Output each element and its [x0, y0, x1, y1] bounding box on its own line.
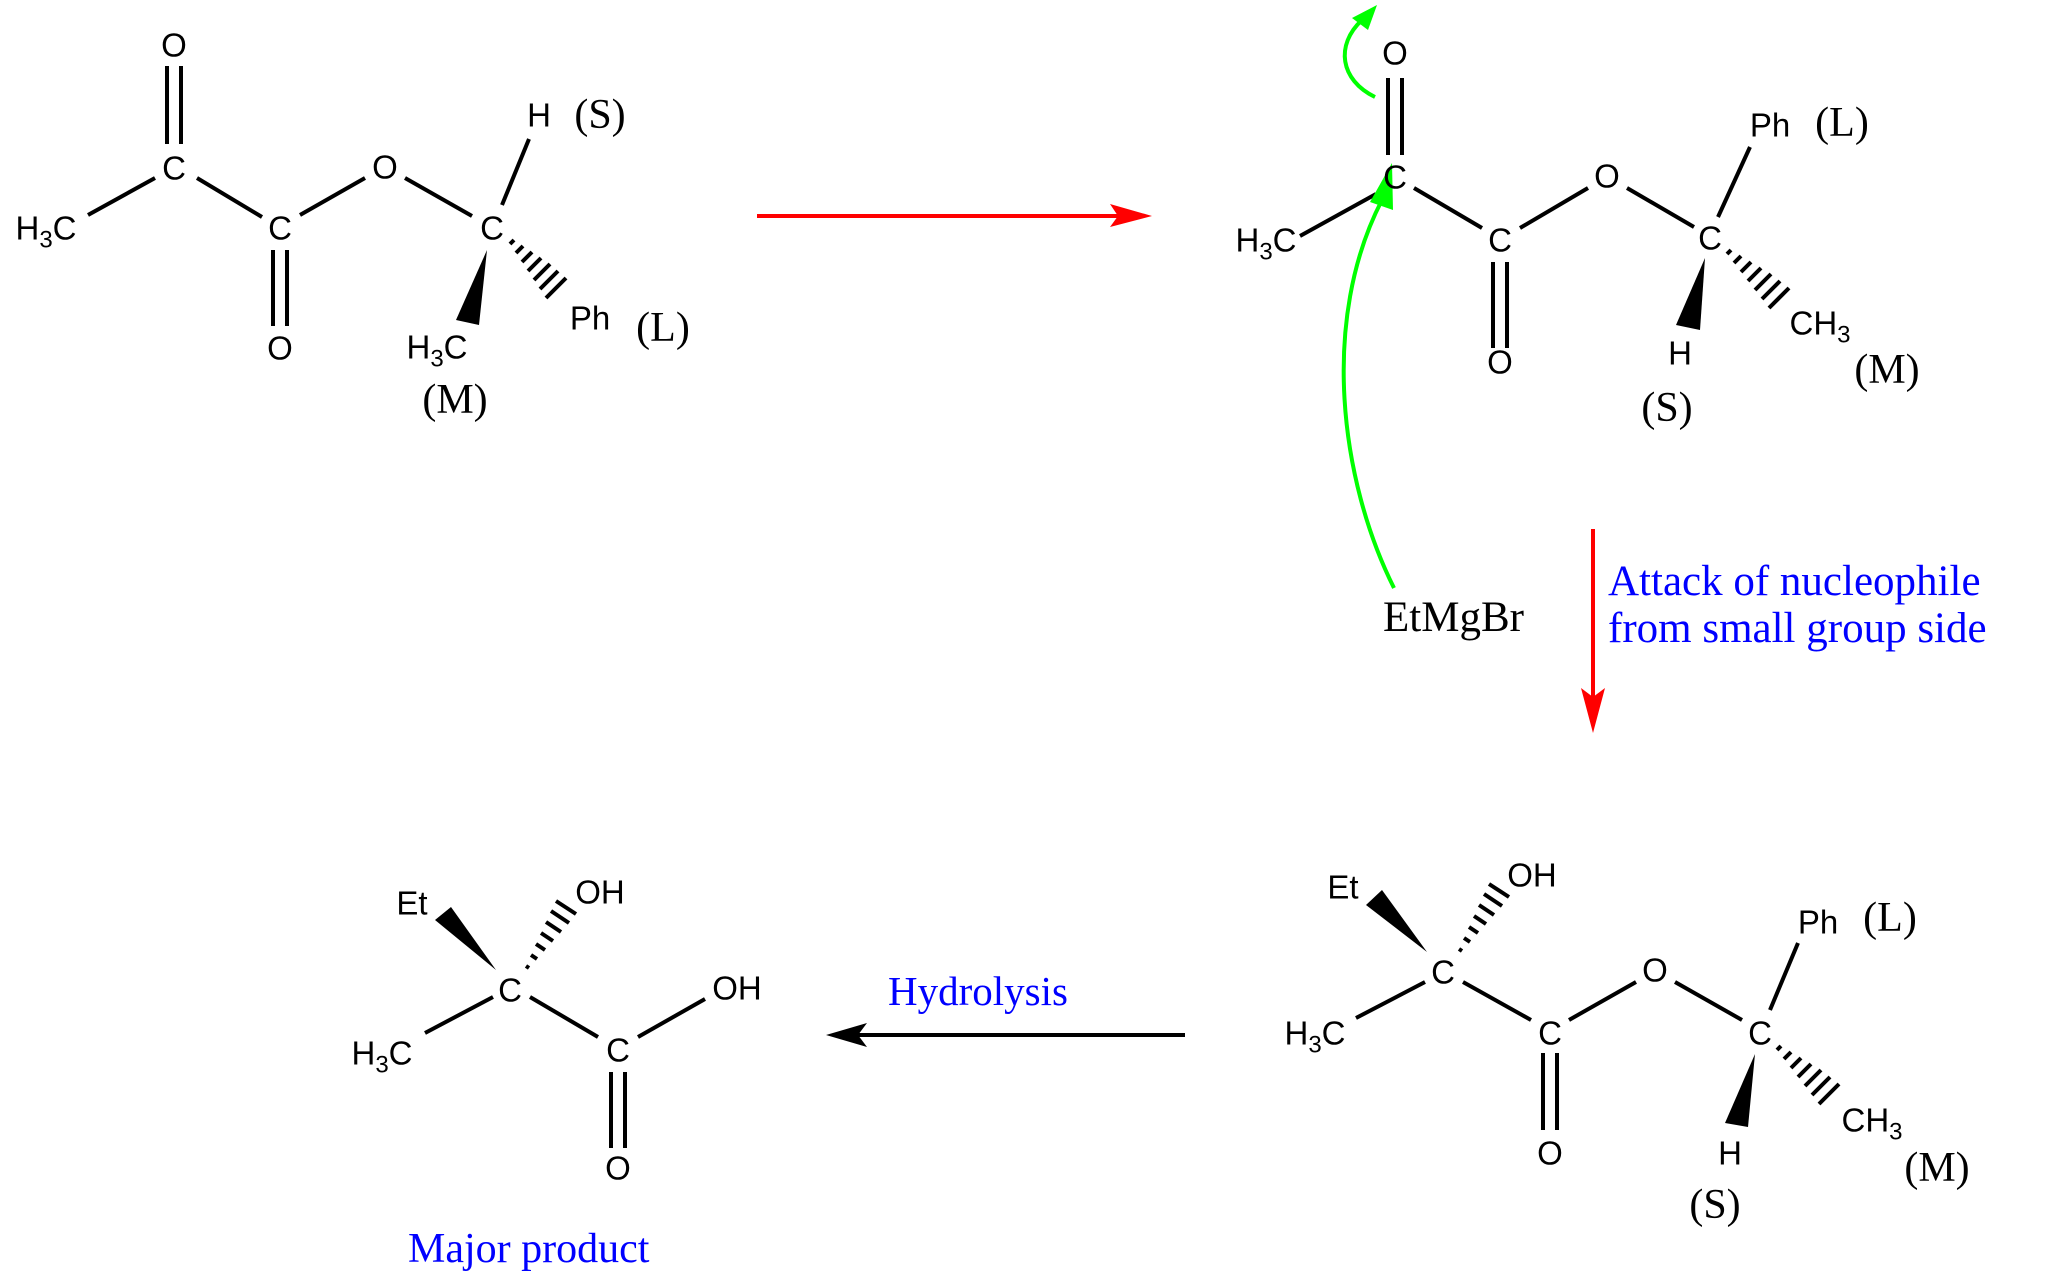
carbonyl-electron-arrow — [1342, 18, 1376, 99]
intermediate-ph: Ph — [1797, 903, 1839, 941]
reactant-ph: Ph — [569, 299, 611, 337]
conformer-h3c: H3C — [1235, 221, 1297, 266]
conformer-wedge — [1676, 258, 1705, 330]
conformer-c-ester: C — [1488, 221, 1512, 259]
conformer-h: H — [1668, 334, 1692, 372]
intermediate-h3c: H3C — [1284, 1014, 1346, 1059]
reactant-c-keto: C — [162, 149, 186, 187]
product-c-quat: C — [498, 971, 522, 1009]
product-oh-hash — [524, 899, 578, 970]
intermediate-oh-hash — [1457, 882, 1511, 953]
intermediate-et: Et — [1327, 868, 1359, 906]
reactant-o-top: O — [161, 26, 187, 64]
conformer-c-keto: C — [1383, 158, 1407, 196]
intermediate-oh: OH — [1507, 856, 1557, 894]
step2-annotation-line2: from small group side — [1608, 605, 1987, 652]
intermediate-h: H — [1718, 1134, 1742, 1172]
product-bonds — [424, 995, 706, 1148]
reactant-c-ester: C — [268, 209, 292, 247]
reactant-h: H — [527, 96, 551, 134]
intermediate-o-ester: O — [1642, 951, 1668, 989]
hydrolysis-label: Hydrolysis — [888, 968, 1068, 1014]
product-o-bottom: O — [605, 1149, 631, 1187]
step2-annotation-line1: Attack of nucleophile — [1608, 558, 1981, 605]
intermediate-size-small-label: (S) — [1689, 1182, 1741, 1228]
intermediate-ch3: CH3 — [1841, 1101, 1903, 1146]
reactant-o-bottom: O — [267, 329, 293, 367]
reactant-size-small-label: (S) — [574, 92, 626, 138]
conformer-bonds — [1299, 78, 1752, 348]
conformer-ch3: CH3 — [1789, 304, 1851, 349]
conformer-ph: Ph — [1749, 106, 1791, 144]
intermediate-h-wedge — [1725, 1054, 1755, 1127]
nucleophile-attack-arrow — [1341, 199, 1396, 589]
intermediate-et-wedge — [1366, 890, 1427, 952]
reactant-h3c: H3C — [15, 209, 77, 254]
product-c-acid: C — [606, 1031, 630, 1069]
intermediate-c-quat: C — [1431, 953, 1455, 991]
reactant-size-large-label: (L) — [636, 305, 690, 351]
product-et: Et — [396, 884, 428, 922]
conformer-size-small-label: (S) — [1641, 385, 1693, 431]
reactant-wedge — [456, 250, 487, 325]
conformer-size-large-label: (L) — [1815, 100, 1869, 146]
reactant-ch3: H3C — [406, 328, 468, 373]
product-h3c: H3C — [351, 1034, 413, 1079]
conformer-size-medium-label: (M) — [1854, 347, 1920, 393]
intermediate-ch3-hash — [1775, 1044, 1841, 1106]
reagent-etmgbr: EtMgBr — [1383, 594, 1524, 641]
reactant-hash — [508, 238, 568, 300]
product-et-wedge — [435, 907, 496, 970]
intermediate-size-large-label: (L) — [1863, 895, 1917, 941]
major-product-caption: Major product — [408, 1226, 650, 1272]
intermediate-size-medium-label: (M) — [1904, 1145, 1970, 1191]
reactant-size-medium-label: (M) — [422, 377, 488, 423]
reactant-c-stereo: C — [480, 209, 504, 247]
conformer-o-ester: O — [1594, 157, 1620, 195]
conformer-c-stereo: C — [1698, 219, 1722, 257]
intermediate-c-ester: C — [1538, 1014, 1562, 1052]
step2-annotation: Attack of nucleophile from small group s… — [1608, 558, 1987, 652]
intermediate-c-stereo: C — [1748, 1014, 1772, 1052]
product-oh-right: OH — [712, 969, 762, 1007]
intermediate-bonds — [1355, 942, 1800, 1130]
conformer-o-bottom: O — [1487, 343, 1513, 381]
conformer-hash — [1725, 248, 1791, 310]
conformer-o-top: O — [1382, 34, 1408, 72]
product-oh-top: OH — [575, 873, 625, 911]
reactant-bonds — [87, 66, 531, 326]
reactant-o-ester: O — [372, 148, 398, 186]
intermediate-o-bottom: O — [1537, 1134, 1563, 1172]
